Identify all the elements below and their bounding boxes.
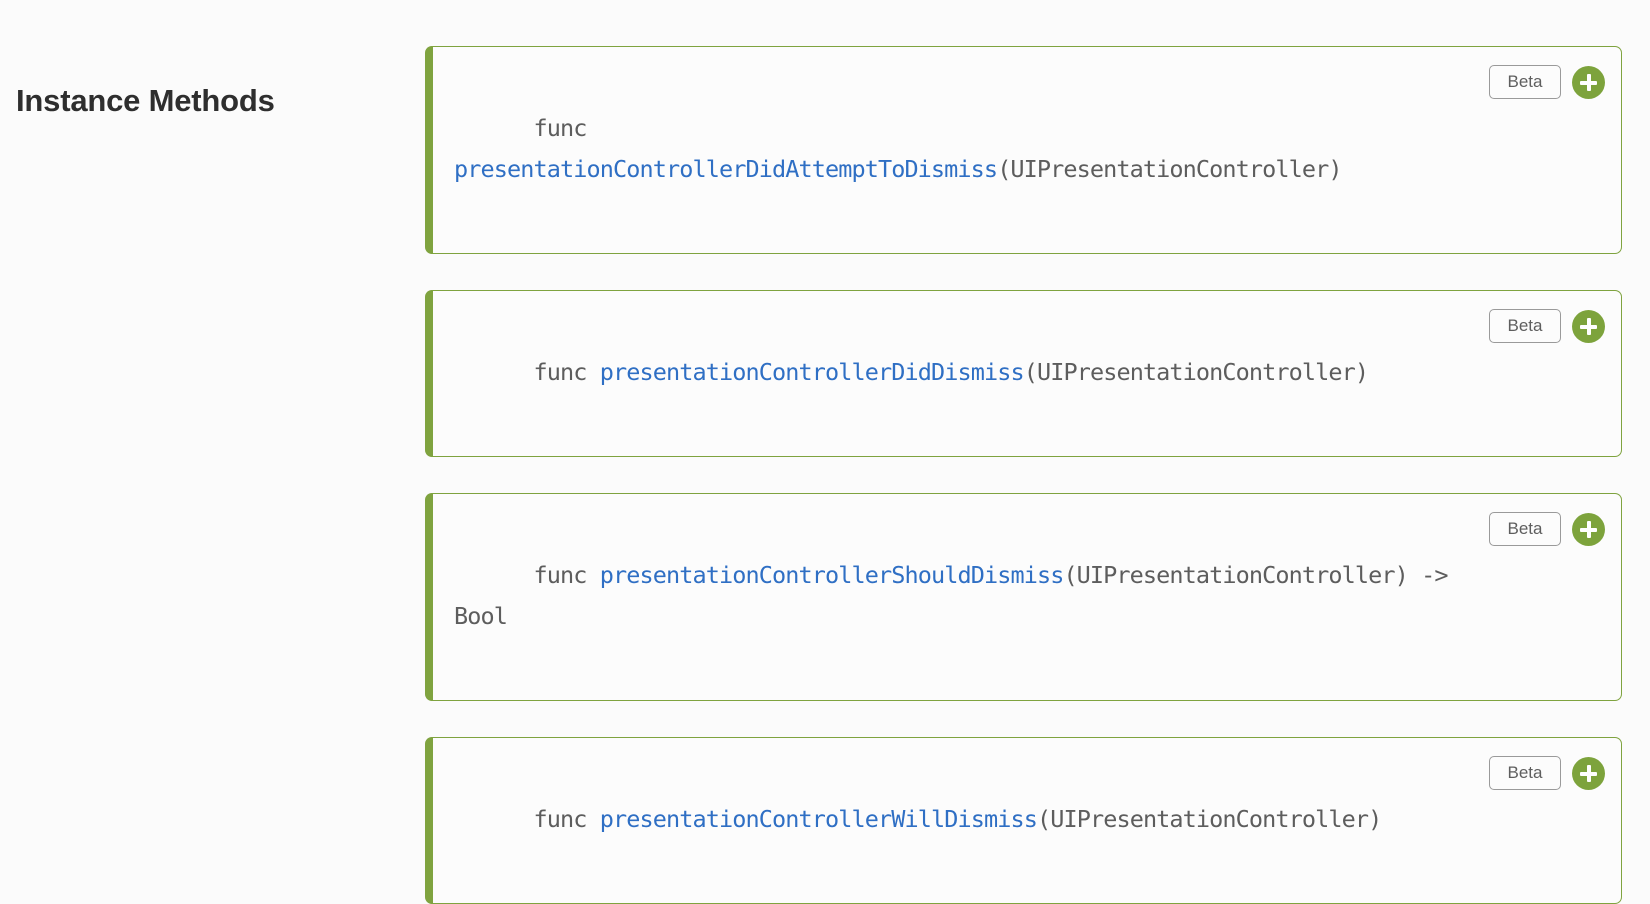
accent-bar bbox=[425, 46, 433, 254]
func-keyword: func bbox=[533, 805, 600, 833]
method-card[interactable]: func presentationControllerDidDismiss(UI… bbox=[425, 290, 1622, 457]
status-badge: Beta bbox=[1489, 309, 1561, 343]
method-signature: func presentationControllerDidAttemptToD… bbox=[450, 67, 1484, 231]
method-list: func presentationControllerDidAttemptToD… bbox=[425, 46, 1622, 904]
plus-icon[interactable] bbox=[1572, 512, 1605, 546]
plus-icon-vertical-bar bbox=[1587, 317, 1591, 335]
status-badge: Beta bbox=[1489, 65, 1561, 99]
method-signature: func presentationControllerWillDismiss(U… bbox=[450, 758, 1484, 881]
page-title: Instance Methods bbox=[16, 82, 275, 118]
plus-icon[interactable] bbox=[1572, 309, 1605, 343]
method-signature: func presentationControllerDidDismiss(UI… bbox=[450, 311, 1484, 434]
card-controls: Beta bbox=[1489, 512, 1605, 546]
method-parameters: (UIPresentationController) bbox=[1063, 561, 1408, 589]
card-controls: Beta bbox=[1489, 756, 1605, 790]
card-controls: Beta bbox=[1489, 65, 1605, 99]
plus-icon-vertical-bar bbox=[1587, 764, 1591, 782]
method-card[interactable]: func presentationControllerWillDismiss(U… bbox=[425, 737, 1622, 904]
func-keyword: func bbox=[533, 561, 600, 589]
method-name-link[interactable]: presentationControllerShouldDismiss bbox=[599, 561, 1065, 589]
method-name-link[interactable]: presentationControllerDidDismiss bbox=[599, 358, 1025, 386]
status-badge: Beta bbox=[1489, 512, 1561, 546]
plus-icon[interactable] bbox=[1572, 65, 1605, 99]
status-badge: Beta bbox=[1489, 756, 1561, 790]
plus-icon[interactable] bbox=[1572, 756, 1605, 790]
func-keyword: func bbox=[533, 114, 600, 142]
method-name-link[interactable]: presentationControllerWillDismiss bbox=[599, 805, 1038, 833]
accent-bar bbox=[425, 493, 433, 701]
method-return-type: -> Bool bbox=[454, 561, 1461, 630]
method-card[interactable]: func presentationControllerShouldDismiss… bbox=[425, 493, 1622, 701]
method-card[interactable]: func presentationControllerDidAttemptToD… bbox=[425, 46, 1622, 254]
accent-bar bbox=[425, 737, 433, 904]
method-name-link[interactable]: presentationControllerDidAttemptToDismis… bbox=[454, 155, 998, 183]
accent-bar bbox=[425, 290, 433, 457]
method-parameters: (UIPresentationController) bbox=[997, 155, 1342, 183]
documentation-page: Instance Methods func presentationContro… bbox=[16, 46, 1622, 904]
card-controls: Beta bbox=[1489, 309, 1605, 343]
method-parameters: (UIPresentationController) bbox=[1036, 805, 1382, 833]
plus-icon-vertical-bar bbox=[1587, 520, 1591, 538]
method-signature: func presentationControllerShouldDismiss… bbox=[450, 514, 1484, 678]
method-parameters: (UIPresentationController) bbox=[1023, 358, 1369, 386]
plus-icon-vertical-bar bbox=[1587, 73, 1591, 91]
func-keyword: func bbox=[533, 358, 600, 386]
